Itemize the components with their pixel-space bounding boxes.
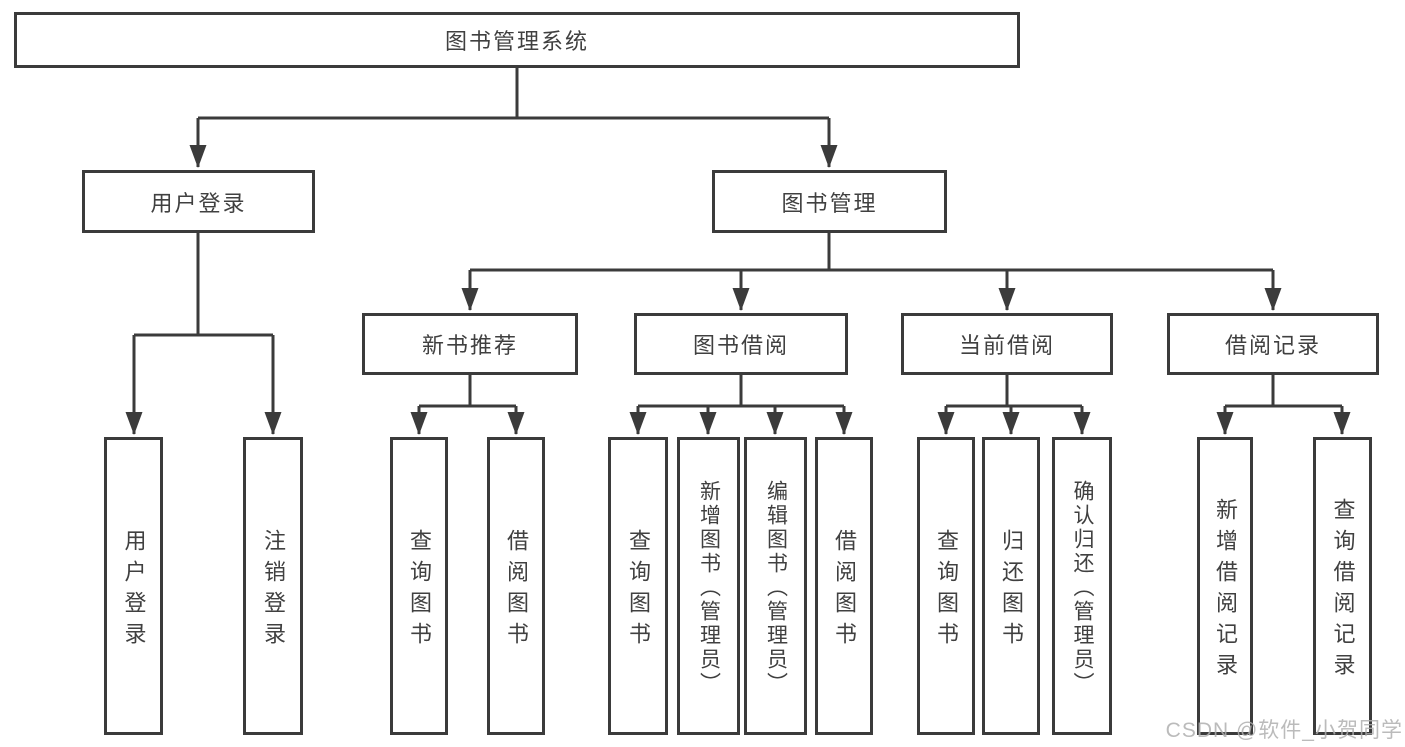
node-borrow-records: 借阅记录 xyxy=(1167,313,1379,375)
leaf-edit-book-admin-label: 编辑图书（管理员） xyxy=(764,479,788,696)
leaf-return-books: 归还图书 xyxy=(982,437,1040,735)
leaf-return-books-label: 归还图书 xyxy=(999,528,1024,653)
leaf-query-books-recommend-label: 查询图书 xyxy=(407,528,432,653)
watermark: CSDN @软件_小贺同学 xyxy=(1165,719,1403,742)
leaf-query-books-current-label: 查询图书 xyxy=(934,528,959,653)
leaf-query-books-recommend: 查询图书 xyxy=(390,437,448,735)
node-current-borrow: 当前借阅 xyxy=(901,313,1113,375)
leaf-add-borrow-record-label: 新增借阅记录 xyxy=(1213,497,1238,684)
leaf-query-books-borrow-label: 查询图书 xyxy=(626,528,651,653)
leaf-borrow-books-recommend-label: 借阅图书 xyxy=(504,528,529,653)
leaf-query-books-current: 查询图书 xyxy=(917,437,975,735)
leaf-user-login-label: 用户登录 xyxy=(121,528,147,653)
leaf-confirm-return-admin: 确认归还（管理员） xyxy=(1052,437,1112,735)
leaf-logout-label: 注销登录 xyxy=(261,528,286,653)
leaf-logout: 注销登录 xyxy=(243,437,303,735)
leaf-query-borrow-record-label: 查询借阅记录 xyxy=(1330,497,1356,684)
node-book-borrow: 图书借阅 xyxy=(634,313,848,375)
leaf-borrow-books-borrow-label: 借阅图书 xyxy=(832,528,857,653)
node-book-management: 图书管理 xyxy=(712,170,947,233)
leaf-add-book-admin: 新增图书（管理员） xyxy=(677,437,740,735)
leaf-user-login: 用户登录 xyxy=(104,437,163,735)
node-user-login: 用户登录 xyxy=(82,170,315,233)
leaf-borrow-books-borrow: 借阅图书 xyxy=(815,437,873,735)
leaf-borrow-books-recommend: 借阅图书 xyxy=(487,437,545,735)
node-root-library-management-system: 图书管理系统 xyxy=(14,12,1020,68)
leaf-edit-book-admin: 编辑图书（管理员） xyxy=(744,437,807,735)
leaf-query-books-borrow: 查询图书 xyxy=(608,437,668,735)
node-new-book-recommend: 新书推荐 xyxy=(362,313,578,375)
leaf-query-borrow-record: 查询借阅记录 xyxy=(1313,437,1372,735)
leaf-add-book-admin-label: 新增图书（管理员） xyxy=(697,479,721,696)
leaf-confirm-return-admin-label: 确认归还（管理员） xyxy=(1071,479,1094,696)
leaf-add-borrow-record: 新增借阅记录 xyxy=(1197,437,1253,735)
